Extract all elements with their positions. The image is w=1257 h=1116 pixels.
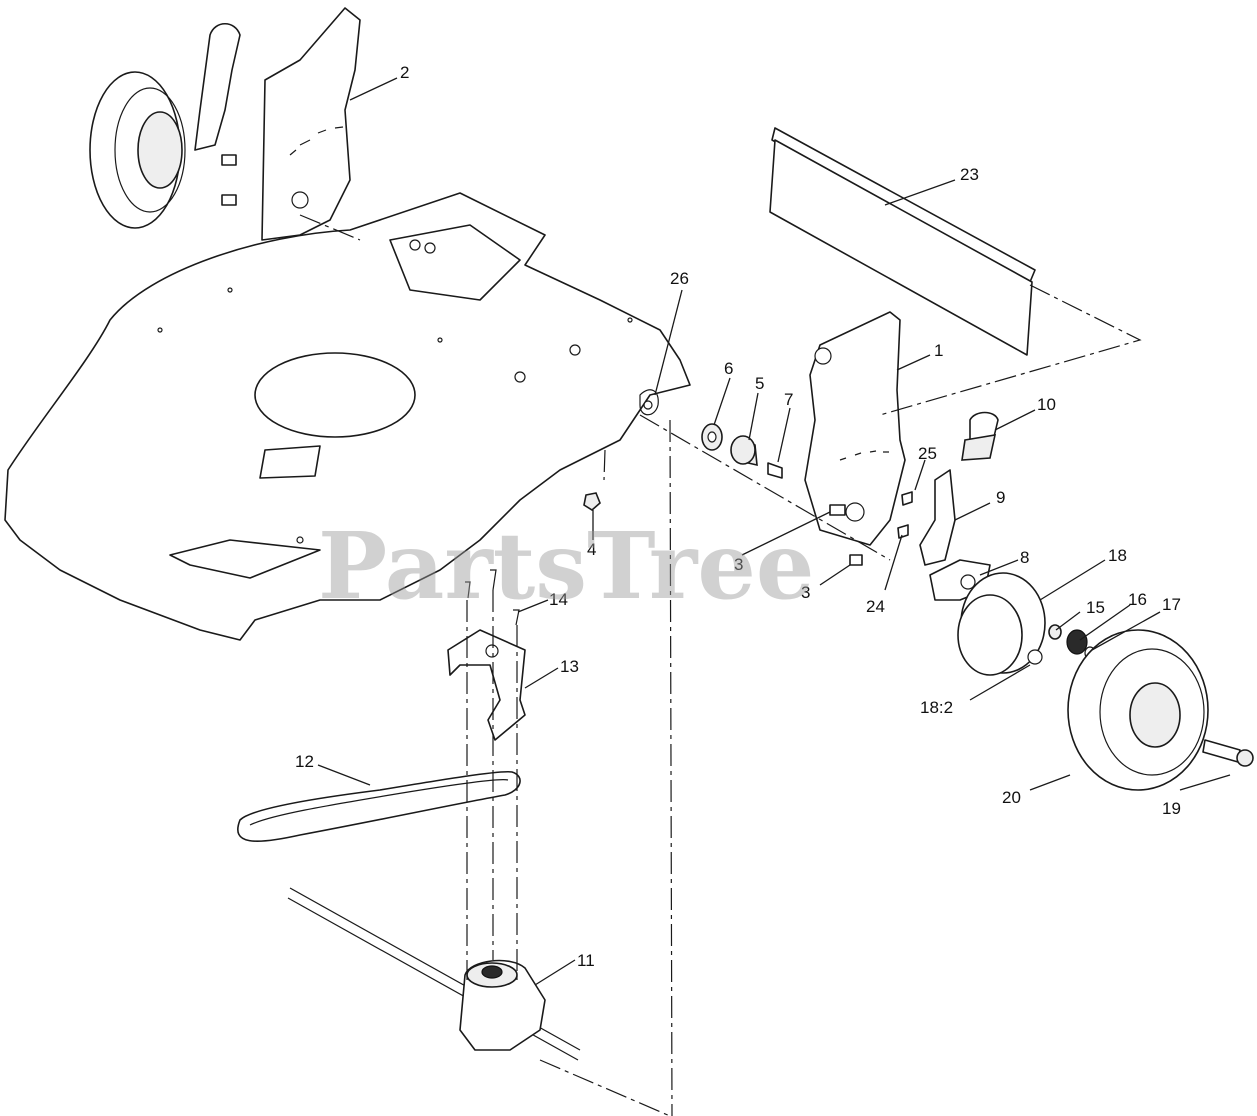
callout-14: 14: [549, 590, 568, 609]
callout-25: 25: [918, 444, 937, 463]
callout-6: 6: [724, 359, 733, 378]
nut: [583, 492, 601, 511]
leader-lines: [317, 77, 1231, 986]
callout-26: 26: [670, 269, 689, 288]
callout-15: 15: [1086, 598, 1105, 617]
height-lever-assembly: [897, 411, 999, 601]
callout-10: 10: [1037, 395, 1056, 414]
callout-1: 1: [934, 341, 943, 360]
front-wheel: [1067, 629, 1254, 791]
front-wheel-hub: [957, 572, 1096, 676]
callout-11: 11: [577, 951, 595, 970]
callout-2: 2: [400, 63, 409, 82]
callout-18-2: 18:2: [920, 698, 953, 717]
callout-3b: 3: [801, 583, 810, 602]
callout-19: 19: [1162, 799, 1181, 818]
front-height-plate: [804, 311, 906, 546]
callout-18: 18: [1108, 546, 1127, 565]
bushings-spacers: [701, 423, 783, 479]
callout-24: 24: [866, 597, 885, 616]
watermark: PartsTree: [318, 512, 814, 620]
callouts: 2 23 26 1 6 5 7 10 25 9 4 8 18 3 3 24 14…: [295, 63, 1181, 970]
callout-8: 8: [1020, 548, 1029, 567]
alignment-lines: [299, 214, 1142, 1116]
callout-17: 17: [1162, 595, 1181, 614]
callout-4: 4: [587, 540, 596, 559]
callout-3a: 3: [734, 555, 743, 574]
callout-20: 20: [1002, 788, 1021, 807]
rear-flap: [769, 127, 1036, 356]
callout-16: 16: [1128, 590, 1147, 609]
callout-5: 5: [755, 374, 764, 393]
callout-23: 23: [960, 165, 979, 184]
drive-belt: [237, 770, 521, 843]
callout-9: 9: [996, 488, 1005, 507]
mower-deck: [4, 192, 691, 641]
callout-13: 13: [560, 657, 579, 676]
transmission: [287, 887, 581, 1061]
callout-7: 7: [784, 390, 793, 409]
bolts-3: [829, 504, 863, 566]
rear-height-adjuster-assembly: [89, 7, 361, 241]
callout-12: 12: [295, 752, 314, 771]
